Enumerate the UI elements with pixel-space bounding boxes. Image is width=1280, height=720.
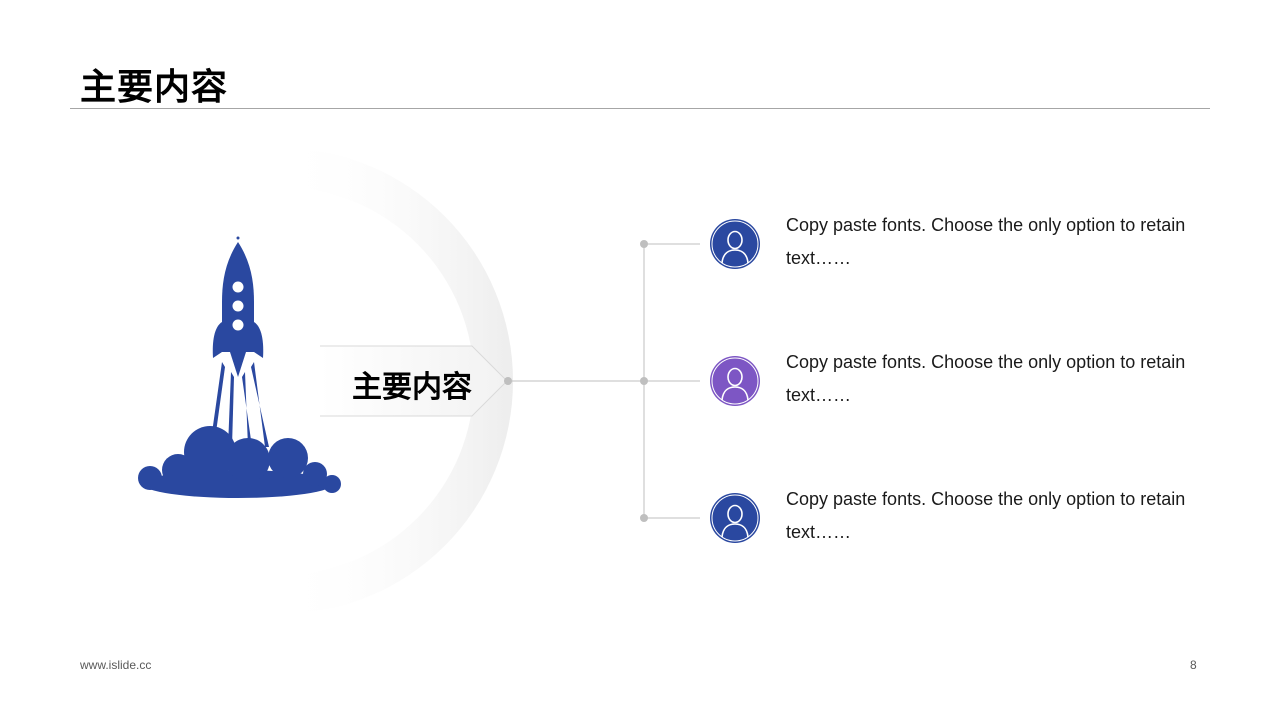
item-text: Copy paste fonts. Choose the only option… [786, 352, 1186, 405]
content-item-3: Copy paste fonts. Choose the only option… [710, 489, 1210, 553]
content-item-1: Copy paste fonts. Choose the only option… [710, 215, 1210, 279]
title-divider [70, 108, 1210, 109]
content-item-2: Copy paste fonts. Choose the only option… [710, 352, 1210, 416]
user-icon [710, 356, 760, 406]
footer-url: www.islide.cc [80, 658, 152, 672]
page-number: 8 [1190, 658, 1197, 672]
item-text: Copy paste fonts. Choose the only option… [786, 489, 1186, 542]
item-text: Copy paste fonts. Choose the only option… [786, 215, 1186, 268]
center-label-text: 主要内容 [352, 370, 472, 405]
user-icon [710, 219, 760, 269]
rocket-icon [138, 236, 341, 498]
user-icon [710, 493, 760, 543]
slide-title: 主要内容 [80, 67, 229, 108]
